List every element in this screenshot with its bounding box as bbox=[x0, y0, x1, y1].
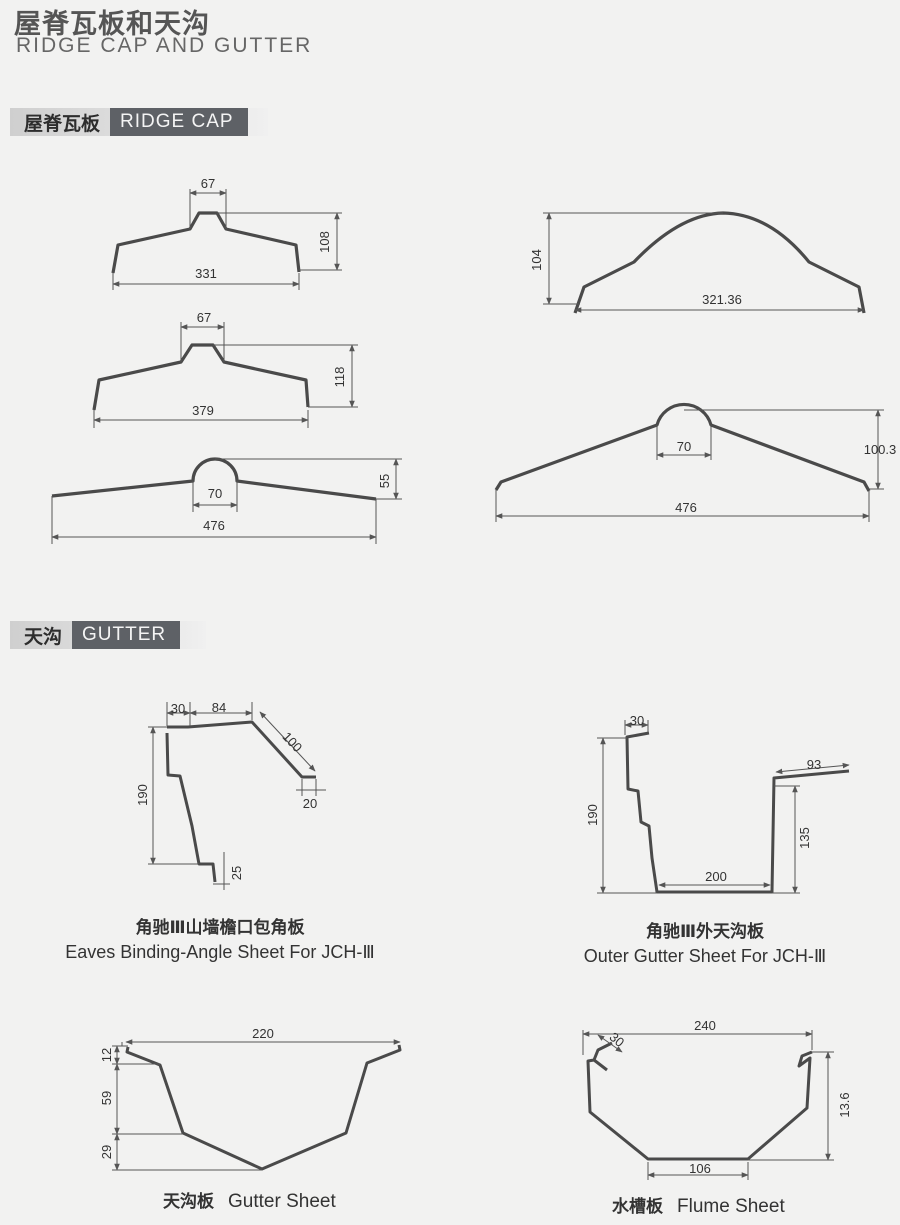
ridge-profile-5: 70 100.3 476 bbox=[494, 402, 897, 522]
dim-bottom: 106 bbox=[689, 1161, 711, 1176]
ridge-profile-2: 67 379 118 bbox=[92, 310, 358, 428]
caption-gutter-sheet: 天沟板 Gutter Sheet bbox=[163, 1187, 336, 1213]
dim-h2: 59 bbox=[99, 1091, 114, 1105]
gutter-profile-gutter-sheet: 220 12 59 29 bbox=[99, 1026, 402, 1171]
dim-width: 321.36 bbox=[702, 292, 742, 307]
dim-h3: 29 bbox=[99, 1145, 114, 1159]
profile-outline bbox=[586, 1041, 813, 1161]
profile-outline bbox=[111, 211, 301, 274]
dim-width: 220 bbox=[252, 1026, 274, 1041]
caption-flume: 水槽板 Flume Sheet bbox=[612, 1192, 785, 1218]
dim-top: 67 bbox=[197, 310, 211, 325]
section-label-cn: 屋脊瓦板 bbox=[24, 112, 101, 135]
dim-e: 190 bbox=[135, 784, 150, 806]
dim-a: 30 bbox=[630, 713, 644, 728]
dim-e: 200 bbox=[705, 869, 727, 884]
dim-arc: 70 bbox=[208, 486, 222, 501]
dim-height: 104 bbox=[529, 249, 544, 271]
dim-b: 93 bbox=[807, 757, 821, 772]
caption-cn: 角驰Ⅲ外天沟板 bbox=[645, 922, 765, 942]
caption-en: Eaves Binding-Angle Sheet For JCH-Ⅲ bbox=[65, 942, 375, 962]
dim-d: 135 bbox=[797, 827, 812, 849]
dim-c: 100 bbox=[279, 729, 305, 755]
dim-h1: 12 bbox=[99, 1048, 114, 1062]
caption-en: Outer Gutter Sheet For JCH-Ⅲ bbox=[583, 946, 827, 966]
profile-outline bbox=[125, 1044, 402, 1171]
dim-height: 108 bbox=[317, 231, 332, 253]
dim-height: 55 bbox=[377, 474, 392, 488]
dim-width: 331 bbox=[195, 266, 217, 281]
caption-en: Gutter Sheet bbox=[228, 1191, 336, 1212]
dim-lip: 30 bbox=[607, 1029, 628, 1050]
section-label-cn: 天沟 bbox=[24, 625, 63, 648]
ridge-profile-3: 70 476 55 bbox=[51, 457, 402, 544]
dim-height: 100.3 bbox=[864, 442, 897, 457]
dim-arc: 70 bbox=[677, 439, 691, 454]
section-bar-ridge-cap: 屋脊瓦板 RIDGE CAP bbox=[10, 108, 268, 136]
section-label-en: RIDGE CAP bbox=[110, 108, 248, 136]
dim-height: 118 bbox=[332, 367, 347, 388]
dim-a: 30 bbox=[171, 701, 185, 716]
profile-outline bbox=[494, 402, 871, 492]
dim-width: 476 bbox=[203, 518, 225, 533]
dim-c: 190 bbox=[585, 804, 600, 826]
caption-en: Flume Sheet bbox=[677, 1196, 785, 1217]
dim-width: 240 bbox=[694, 1018, 716, 1033]
ridge-profile-4: 104 321.36 bbox=[529, 211, 866, 314]
caption-cn: 水槽板 bbox=[612, 1197, 663, 1217]
page-title-cn: 屋脊瓦板和天沟 bbox=[14, 9, 210, 40]
caption-cn: 天沟板 bbox=[163, 1192, 214, 1212]
dim-width: 379 bbox=[192, 403, 214, 418]
dim-b: 84 bbox=[212, 700, 226, 715]
profile-outline bbox=[165, 720, 316, 883]
gutter-profile-flume: 240 30 13.6 106 bbox=[582, 1018, 852, 1180]
caption-eaves: 角驰Ⅲ山墙檐口包角板 Eaves Binding-Angle Sheet For… bbox=[50, 913, 390, 963]
dim-height: 13.6 bbox=[837, 1092, 852, 1117]
ridge-profile-1: 67 331 108 bbox=[111, 176, 342, 290]
dim-width: 476 bbox=[675, 500, 697, 515]
gutter-profile-eaves: 30 84 100 20 190 25 bbox=[135, 700, 326, 890]
dim-top: 67 bbox=[201, 176, 215, 191]
caption-outer: 角驰Ⅲ外天沟板 Outer Gutter Sheet For JCH-Ⅲ bbox=[560, 917, 850, 967]
page-title-en: RIDGE CAP AND GUTTER bbox=[16, 34, 313, 57]
dim-f: 25 bbox=[229, 866, 244, 880]
caption-cn: 角驰Ⅲ山墙檐口包角板 bbox=[135, 918, 305, 938]
gutter-profile-outer: 30 93 190 135 200 bbox=[585, 713, 850, 894]
profile-outline bbox=[92, 343, 310, 411]
section-bar-gutter: 天沟 GUTTER bbox=[10, 621, 206, 649]
dim-d: 20 bbox=[303, 796, 317, 811]
section-label-en: GUTTER bbox=[72, 621, 181, 649]
profile-outline bbox=[625, 731, 850, 894]
